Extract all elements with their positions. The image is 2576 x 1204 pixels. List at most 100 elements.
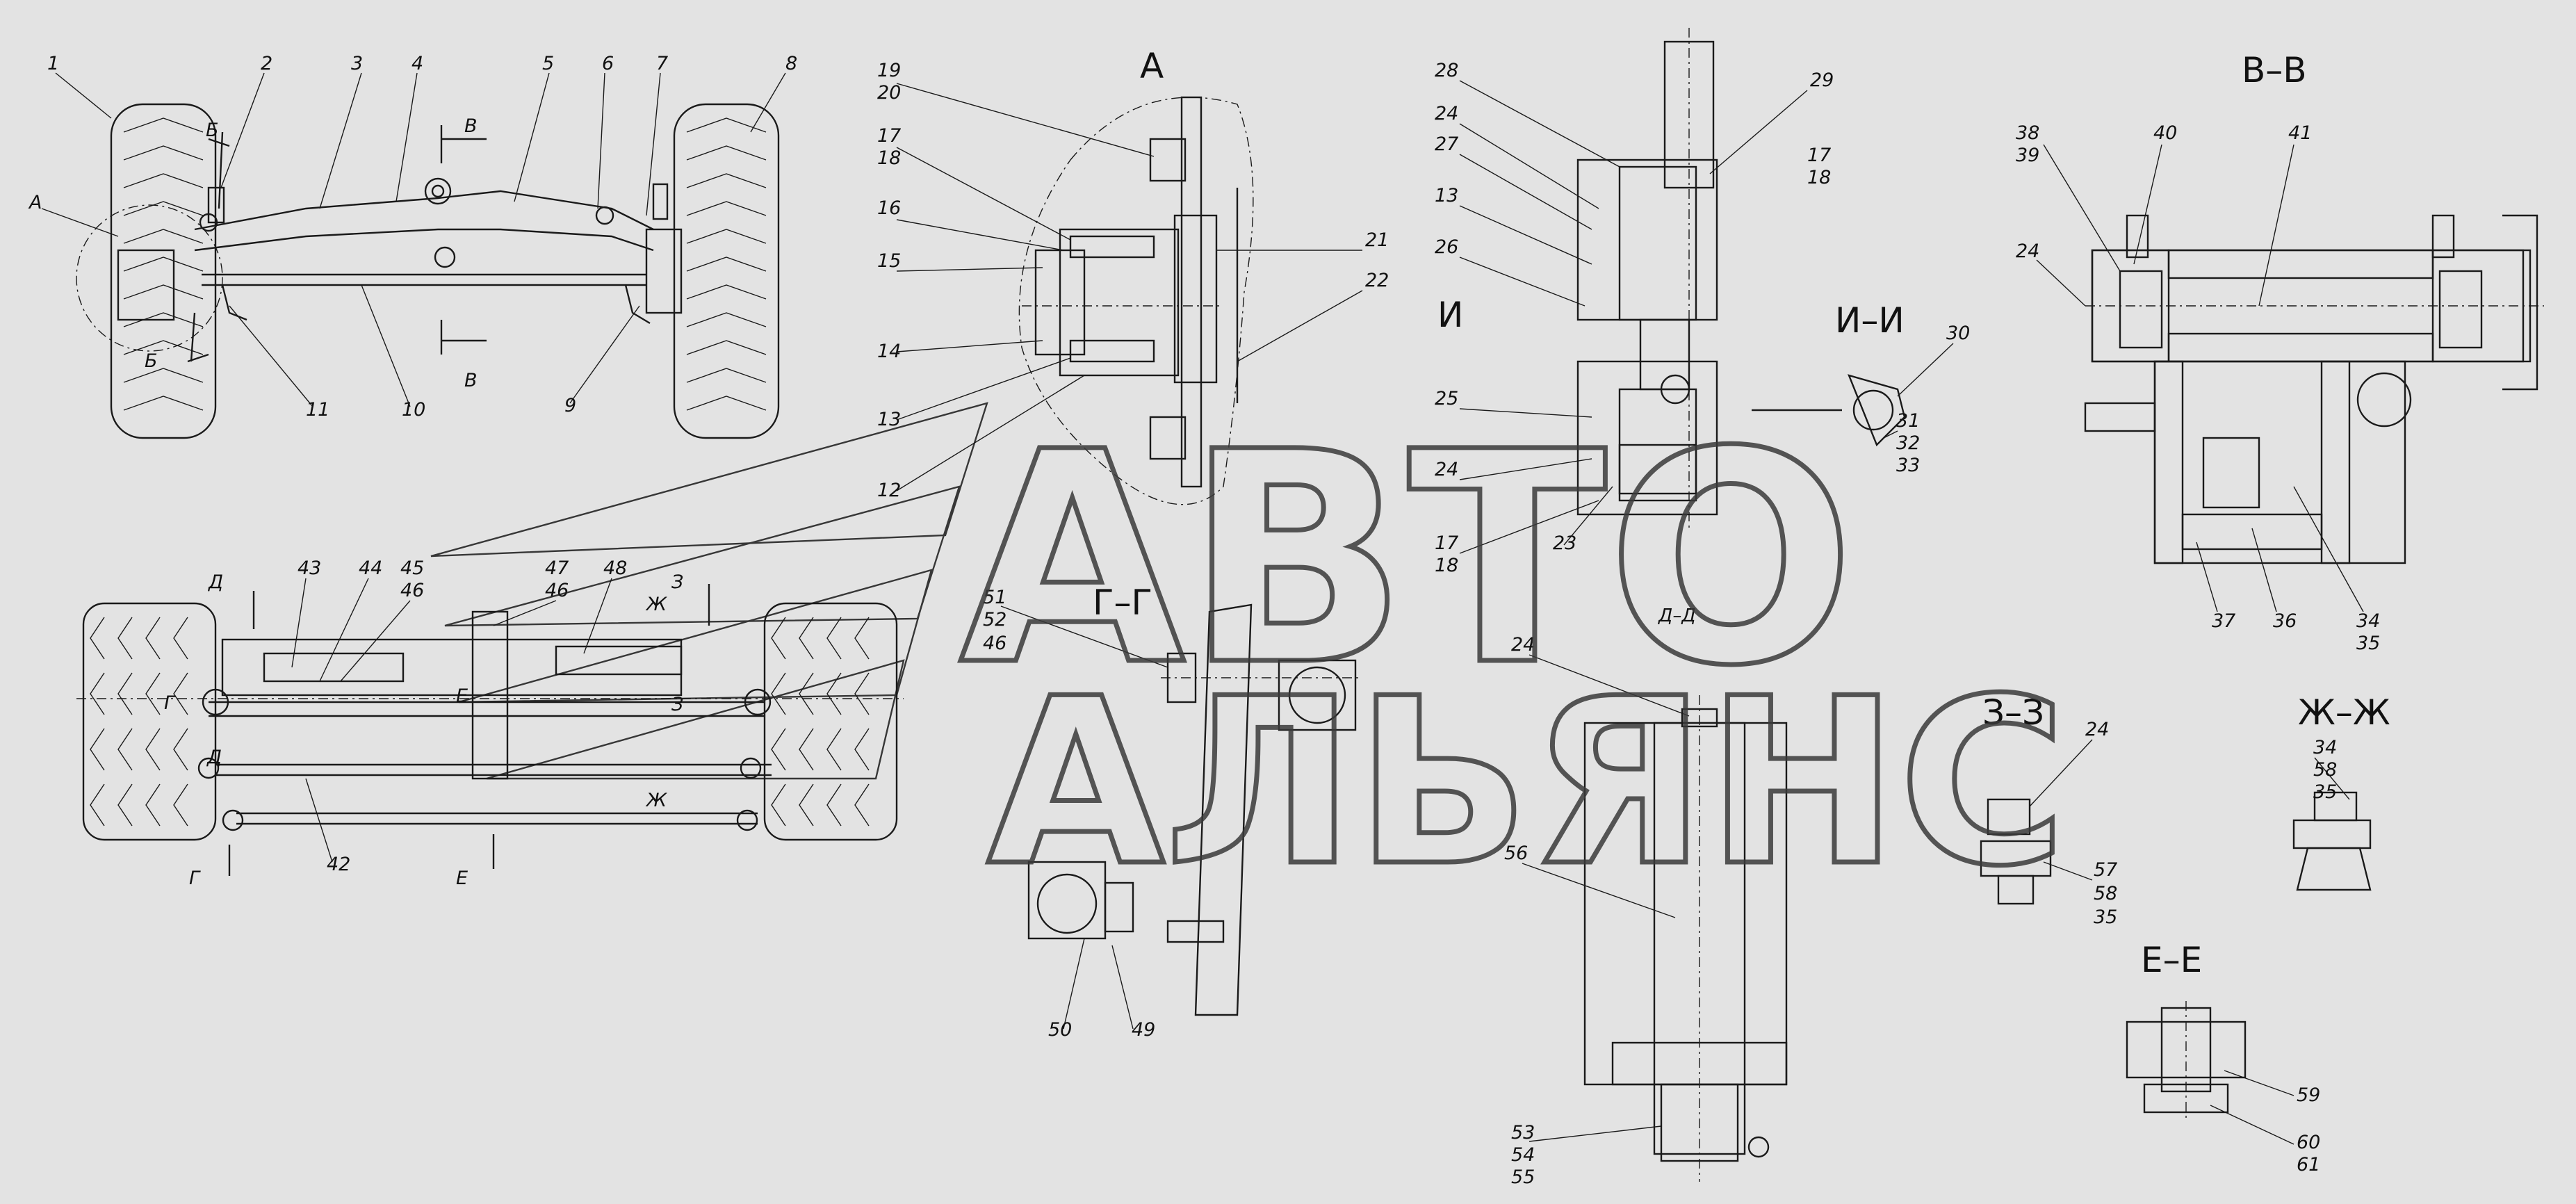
part-number: 24 <box>2016 241 2039 262</box>
watermark-line2: АЛЬЯНС <box>987 649 2066 916</box>
part-number: 26 <box>1435 236 1458 258</box>
part-number: 37 <box>2212 610 2235 632</box>
section-label-v-v: В–В <box>2242 50 2307 90</box>
part-number: 1 <box>47 53 59 74</box>
detail-a-hub <box>1018 96 1254 505</box>
part-number: 33 <box>1896 455 1920 476</box>
part-number: 12 <box>877 480 901 501</box>
part-number: 44 <box>359 558 382 579</box>
part-number: 3 <box>351 53 363 74</box>
cut-mark-a: А <box>28 192 42 213</box>
part-number: 49 <box>1132 1019 1155 1041</box>
part-number: 35 <box>2094 906 2117 928</box>
part-number: 5 <box>542 53 554 74</box>
part-number: 11 <box>306 399 329 421</box>
kingpin-section <box>1576 28 1718 528</box>
part-number: 34 <box>2356 610 2380 632</box>
part-number: 52 <box>983 609 1006 631</box>
cut-mark-v-top: В <box>464 115 478 137</box>
part-number: 23 <box>1553 532 1576 554</box>
part-number: 8 <box>785 53 797 74</box>
section-i-i <box>1752 374 1906 447</box>
part-number: 58 <box>2313 759 2337 781</box>
part-number: 59 <box>2297 1084 2320 1106</box>
part-number: 4 <box>411 53 423 74</box>
part-number: 16 <box>877 197 901 219</box>
part-number: 36 <box>2273 610 2297 632</box>
cut-mark-zh-top: Ж <box>645 594 667 615</box>
front-axle-view <box>41 103 780 439</box>
part-number: 57 <box>2094 859 2117 881</box>
part-number: 46 <box>400 580 424 601</box>
cut-mark-d-mid: Д <box>206 747 222 768</box>
part-number: 39 <box>2016 145 2039 166</box>
cut-mark-zh-bottom: Ж <box>645 790 667 811</box>
part-number: 32 <box>1896 432 1920 454</box>
part-number: 51 <box>983 587 1006 608</box>
cut-mark-z-top: З <box>671 571 683 593</box>
section-z-z <box>1980 798 2052 905</box>
part-number: 56 <box>1504 843 1528 864</box>
part-number: 31 <box>1896 410 1920 432</box>
part-number: 14 <box>877 341 901 362</box>
part-number: 60 <box>2297 1132 2320 1153</box>
cut-mark-g-bottom: Г <box>189 868 201 889</box>
part-number: 48 <box>603 558 627 579</box>
part-number: 9 <box>564 395 576 416</box>
section-label-i: И <box>1437 295 1463 335</box>
part-number: 45 <box>400 558 424 579</box>
section-label-zh-zh: Ж–Ж <box>2298 692 2390 733</box>
section-label-i-i: И–И <box>1835 300 1905 341</box>
part-number: 41 <box>2288 122 2312 144</box>
part-number: 47 <box>545 558 569 579</box>
part-number: 46 <box>983 633 1006 654</box>
part-number: 30 <box>1946 323 1970 344</box>
cut-mark-e-bottom: Е <box>456 868 468 889</box>
section-e-e <box>2126 1001 2247 1119</box>
part-number: 18 <box>1435 555 1458 576</box>
section-label-g-g: Г–Г <box>1093 583 1152 623</box>
part-number: 53 <box>1511 1122 1535 1144</box>
part-number: 17 <box>1807 145 1831 166</box>
part-number: 35 <box>2313 781 2337 803</box>
section-label-d-d: Д–Д <box>1658 605 1696 626</box>
part-number: 61 <box>2297 1154 2320 1175</box>
watermark-line1: АВТО <box>959 390 1855 730</box>
part-number: 15 <box>877 250 901 272</box>
part-number: 10 <box>402 399 425 421</box>
part-number: 28 <box>1435 60 1458 81</box>
section-label-e-e: Е–Е <box>2141 940 2202 980</box>
cut-mark-b-top: Б <box>206 120 219 141</box>
cut-mark-z-mid: З <box>671 694 683 715</box>
part-number: 40 <box>2153 122 2177 144</box>
part-number: 54 <box>1511 1144 1535 1166</box>
cut-mark-v-bottom: В <box>464 370 478 391</box>
section-label-z-z: З–З <box>1982 692 2044 733</box>
cut-mark-e-mid: Е <box>456 685 468 707</box>
leader-lines <box>55 72 2364 1145</box>
part-number: 38 <box>2016 122 2039 144</box>
part-number: 17 <box>877 125 901 147</box>
part-number: 29 <box>1810 70 1834 91</box>
part-number: 17 <box>1435 532 1458 554</box>
part-number: 22 <box>1365 270 1389 291</box>
part-number: 18 <box>877 147 901 169</box>
cut-mark-d-top: Д <box>208 571 223 593</box>
part-number: 21 <box>1365 229 1389 251</box>
part-number: 24 <box>1435 459 1458 480</box>
part-number: 13 <box>1435 185 1458 206</box>
part-number: 2 <box>261 53 272 74</box>
part-number: 7 <box>656 53 668 74</box>
part-number: 50 <box>1048 1019 1072 1041</box>
part-number: 55 <box>1511 1166 1535 1188</box>
part-number: 25 <box>1435 388 1458 409</box>
cut-mark-b-bottom: Б <box>145 350 158 372</box>
part-number: 27 <box>1435 133 1458 155</box>
watermark: АВТО АЛЬЯНС <box>430 388 2069 919</box>
part-number: 19 <box>877 60 901 81</box>
section-d-d <box>1583 695 1788 1182</box>
part-number: 20 <box>877 82 901 104</box>
part-number: 42 <box>327 854 350 875</box>
